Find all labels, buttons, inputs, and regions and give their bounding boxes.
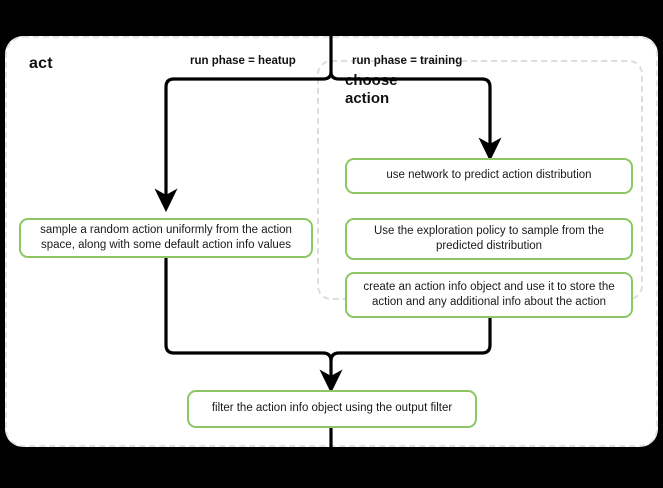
node-filter-action-info[interactable]: filter the action info object using the … (187, 390, 477, 428)
node-create-action-info[interactable]: create an action info object and use it … (345, 272, 633, 318)
choose-action-title-line2: action (345, 90, 390, 108)
choose-action-title: choose action (345, 72, 465, 109)
node-exploration-policy[interactable]: Use the exploration policy to sample fro… (345, 218, 633, 260)
node-sample-random-action[interactable]: sample a random action uniformly from th… (19, 218, 313, 258)
act-title: act (29, 55, 53, 72)
edge-label-heatup: run phase = heatup (190, 55, 296, 67)
edge-label-training: run phase = training (352, 55, 463, 67)
choose-action-title-line1: choose (345, 72, 398, 89)
node-use-network[interactable]: use network to predict action distributi… (345, 158, 633, 194)
